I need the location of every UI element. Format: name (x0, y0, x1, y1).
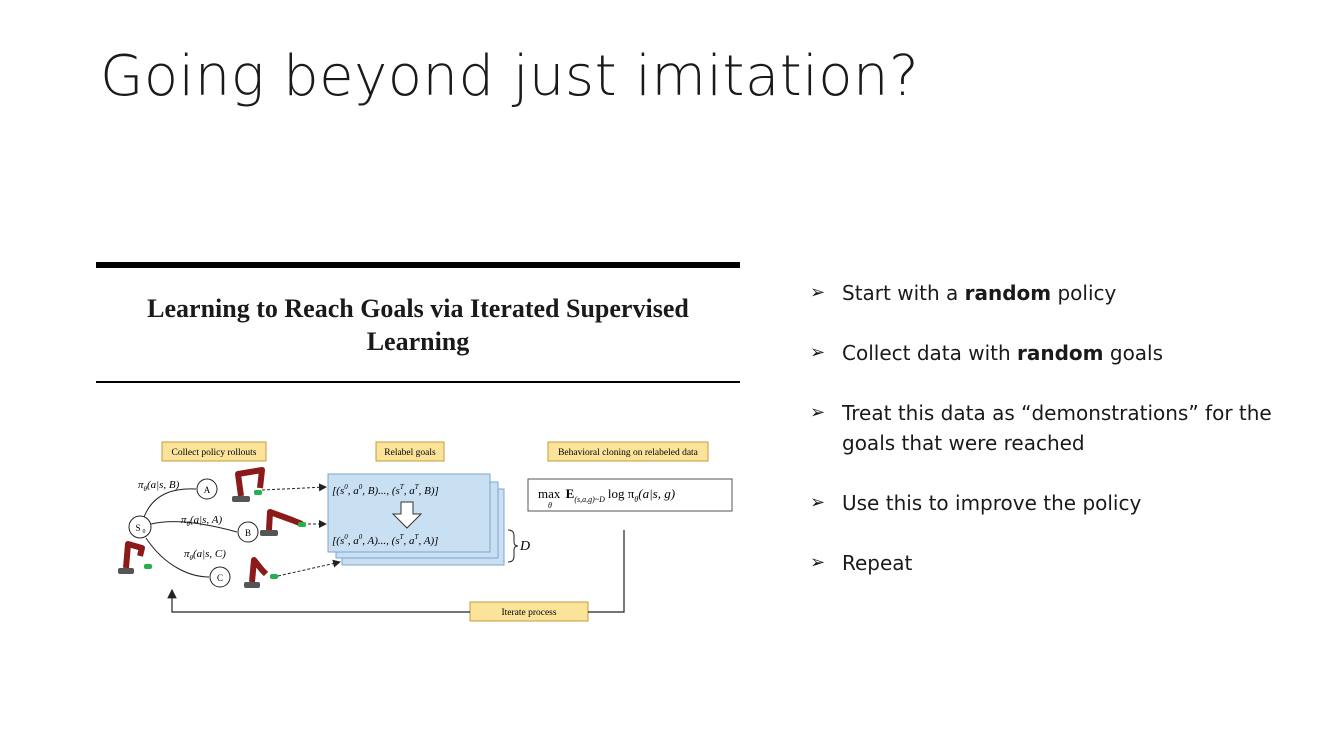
paper-bottom-rule (96, 381, 740, 383)
label-box-relabel: Relabel goals (375, 441, 445, 462)
bullet-item-2: ➢ Collect data with random goals (810, 338, 1280, 368)
node-a: A (196, 478, 218, 500)
bullet-item-5: ➢ Repeat (810, 548, 1280, 578)
svg-text:0: 0 (143, 529, 146, 535)
label-iterate-text: Iterate process (501, 608, 556, 618)
label-behavioral-text: Behavioral cloning on relabeled data (558, 448, 699, 458)
paper-figure: Learning to Reach Goals via Iterated Sup… (96, 262, 740, 642)
edge-s-to-a (143, 488, 197, 518)
label-box-iterate: Iterate process (469, 601, 589, 622)
paper-title: Learning to Reach Goals via Iterated Sup… (96, 292, 740, 358)
method-diagram: Collect policy rollouts Relabel goals Be… (118, 441, 733, 622)
bullet-text-end: policy (1051, 281, 1117, 305)
svg-text:θ: θ (548, 501, 552, 510)
robot-arm-icon-c (244, 557, 278, 588)
dataset-label: D (519, 539, 530, 554)
trajectory-bottom: [(s0, a0, A)..., (sT, aT, A)] (332, 533, 438, 547)
svg-text:S: S (135, 523, 140, 533)
label-collect-text: Collect policy rollouts (172, 448, 257, 458)
arrow-c-to-traj (277, 559, 341, 577)
trajectory-top: [(s0, a0, B)..., (sT, aT, B)] (332, 483, 439, 497)
bullet-text-end: goals (1103, 341, 1164, 365)
loop-line-right (588, 530, 625, 613)
policy-label-b: πθ(a|s, B) (138, 479, 180, 493)
arrow-a-to-traj (261, 483, 327, 492)
paper-title-line1: Learning to Reach Goals via Iterated Sup… (147, 294, 689, 323)
bullet-text: Repeat (842, 551, 913, 575)
robot-arm-icon-start (118, 541, 152, 574)
label-relabel-text: Relabel goals (384, 448, 436, 458)
bullet-bold: random (1017, 341, 1104, 365)
arrowhead-bullet-icon: ➢ (810, 552, 826, 573)
svg-text:C: C (217, 573, 223, 583)
edge-s-to-c (145, 537, 210, 578)
bullet-text: Use this to improve the policy (842, 491, 1142, 515)
node-b: B (237, 521, 259, 543)
bullet-text: Collect data with (842, 341, 1018, 365)
bullet-item-1: ➢ Start with a random policy (810, 278, 1280, 308)
arrowhead-bullet-icon: ➢ (810, 402, 826, 423)
dataset-brace (507, 529, 519, 563)
svg-text:B: B (245, 528, 251, 538)
arrowhead-bullet-icon: ➢ (810, 342, 826, 363)
arrowhead-bullet-icon: ➢ (810, 282, 826, 303)
policy-label-a: πθ(a|s, A) (181, 514, 222, 528)
robot-arm-icon-a (232, 467, 265, 502)
bullet-item-3: ➢ Treat this data as “demonstrations” fo… (810, 398, 1280, 458)
node-start: S 0 (128, 515, 152, 539)
svg-text:A: A (204, 485, 211, 495)
label-box-behavioral: Behavioral cloning on relabeled data (547, 441, 709, 462)
slide-title: Going beyond just imitation? (100, 44, 920, 109)
robot-arm-icon-b (260, 509, 306, 536)
bullet-bold: random (964, 281, 1052, 305)
edge-s-to-b (150, 521, 238, 533)
label-box-collect: Collect policy rollouts (161, 441, 267, 462)
bullet-list: ➢ Start with a random policy ➢ Collect d… (810, 278, 1280, 608)
down-arrow-icon (391, 501, 423, 529)
paper-top-rule (96, 262, 740, 268)
node-c: C (209, 566, 231, 588)
bullet-text: Treat this data as “demonstrations” for … (842, 401, 1272, 455)
policy-label-c: πθ(a|s, C) (184, 548, 226, 562)
bullet-text: Start with a (842, 281, 965, 305)
paper-title-line2: Learning (366, 327, 470, 356)
trajectory-stack (327, 473, 505, 566)
loop-line-left (167, 588, 470, 613)
arrowhead-bullet-icon: ➢ (810, 492, 826, 513)
bullet-item-4: ➢ Use this to improve the policy (810, 488, 1280, 518)
